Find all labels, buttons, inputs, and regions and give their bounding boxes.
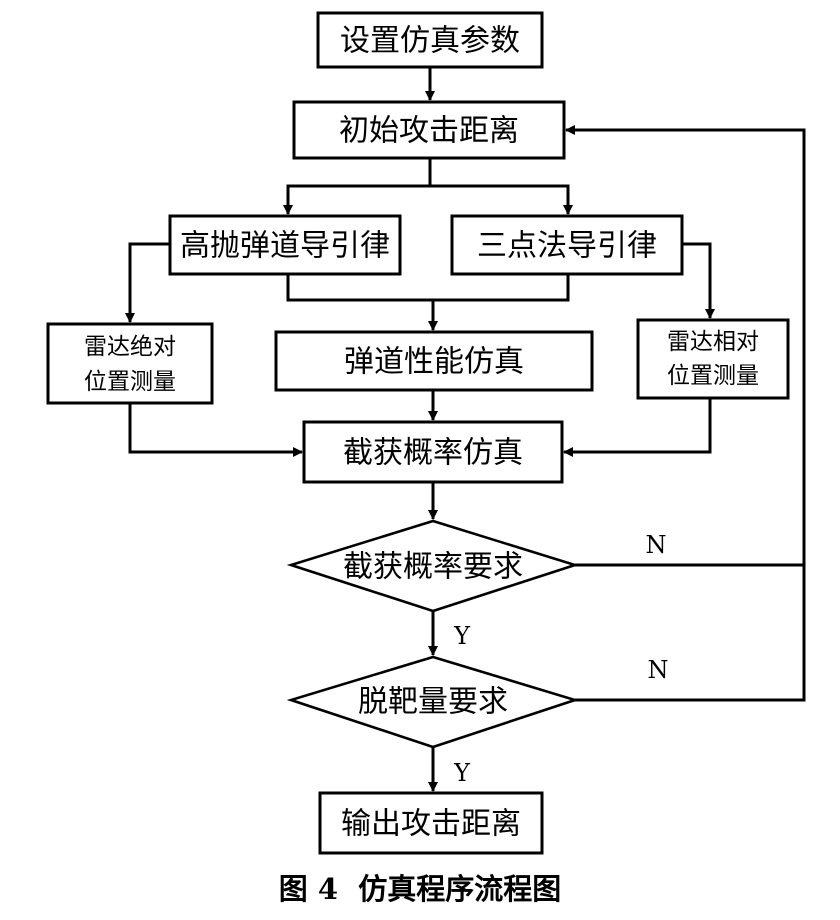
- node-intercept-sim-label: 截获概率仿真: [343, 436, 523, 471]
- node-set-params-label: 设置仿真参数: [340, 24, 520, 59]
- node-set-params: 设置仿真参数: [316, 11, 544, 69]
- node-output-distance-label: 输出攻击距离: [341, 807, 521, 842]
- node-initial-distance-label: 初始攻击距离: [339, 114, 519, 149]
- node-radar-relative-line2: 位置测量: [667, 363, 759, 389]
- edge-radar-rel-to-intercept: [563, 398, 712, 457]
- label-intercept-no: N: [646, 531, 667, 559]
- node-radar-relative: 雷达相对 位置测量: [636, 318, 790, 400]
- edge-miss-decision-no: [575, 565, 806, 702]
- node-radar-absolute-line2: 位置测量: [84, 369, 176, 395]
- label-intercept-yes: Y: [453, 622, 471, 650]
- edge-radar-abs-to-intercept: [128, 403, 303, 457]
- node-intercept-sim: 截获概率仿真: [302, 420, 564, 484]
- label-miss-yes: Y: [453, 759, 471, 787]
- connectors: [125, 67, 806, 792]
- node-initial-distance: 初始攻击距离: [292, 100, 566, 160]
- node-radar-absolute: 雷达绝对 位置测量: [46, 322, 214, 405]
- node-high-throw-guidance-label: 高抛弹道导引律: [180, 229, 390, 264]
- edge-initial-split: [283, 158, 432, 215]
- edge-feedback-loop: [565, 125, 806, 567]
- edge-guidance-merge: [286, 274, 570, 302]
- edge-high-throw-to-radar-abs: [125, 242, 170, 323]
- edge-three-point-to-radar-rel: [682, 242, 715, 319]
- node-radar-absolute-line1: 雷达绝对: [84, 334, 176, 360]
- node-ballistic-sim: 弹道性能仿真: [274, 330, 594, 392]
- decision-miss-req-label: 脱靶量要求: [358, 685, 508, 720]
- edge-initial-split-right: [430, 184, 573, 215]
- figure-caption: 图 4 仿真程序流程图: [279, 872, 561, 906]
- node-ballistic-sim-label: 弹道性能仿真: [344, 345, 524, 380]
- node-high-throw-guidance: 高抛弹道导引律: [168, 214, 402, 276]
- label-miss-no: N: [648, 656, 669, 684]
- decision-miss-req: 脱靶量要求: [286, 655, 580, 749]
- node-three-point-guidance-label: 三点法导引律: [477, 229, 657, 264]
- decision-intercept-req-label: 截获概率要求: [343, 550, 523, 585]
- node-three-point-guidance: 三点法导引律: [450, 214, 684, 276]
- decision-intercept-req: 截获概率要求: [286, 519, 580, 613]
- node-output-distance: 输出攻击距离: [318, 791, 544, 855]
- node-radar-relative-line1: 雷达相对: [667, 329, 759, 355]
